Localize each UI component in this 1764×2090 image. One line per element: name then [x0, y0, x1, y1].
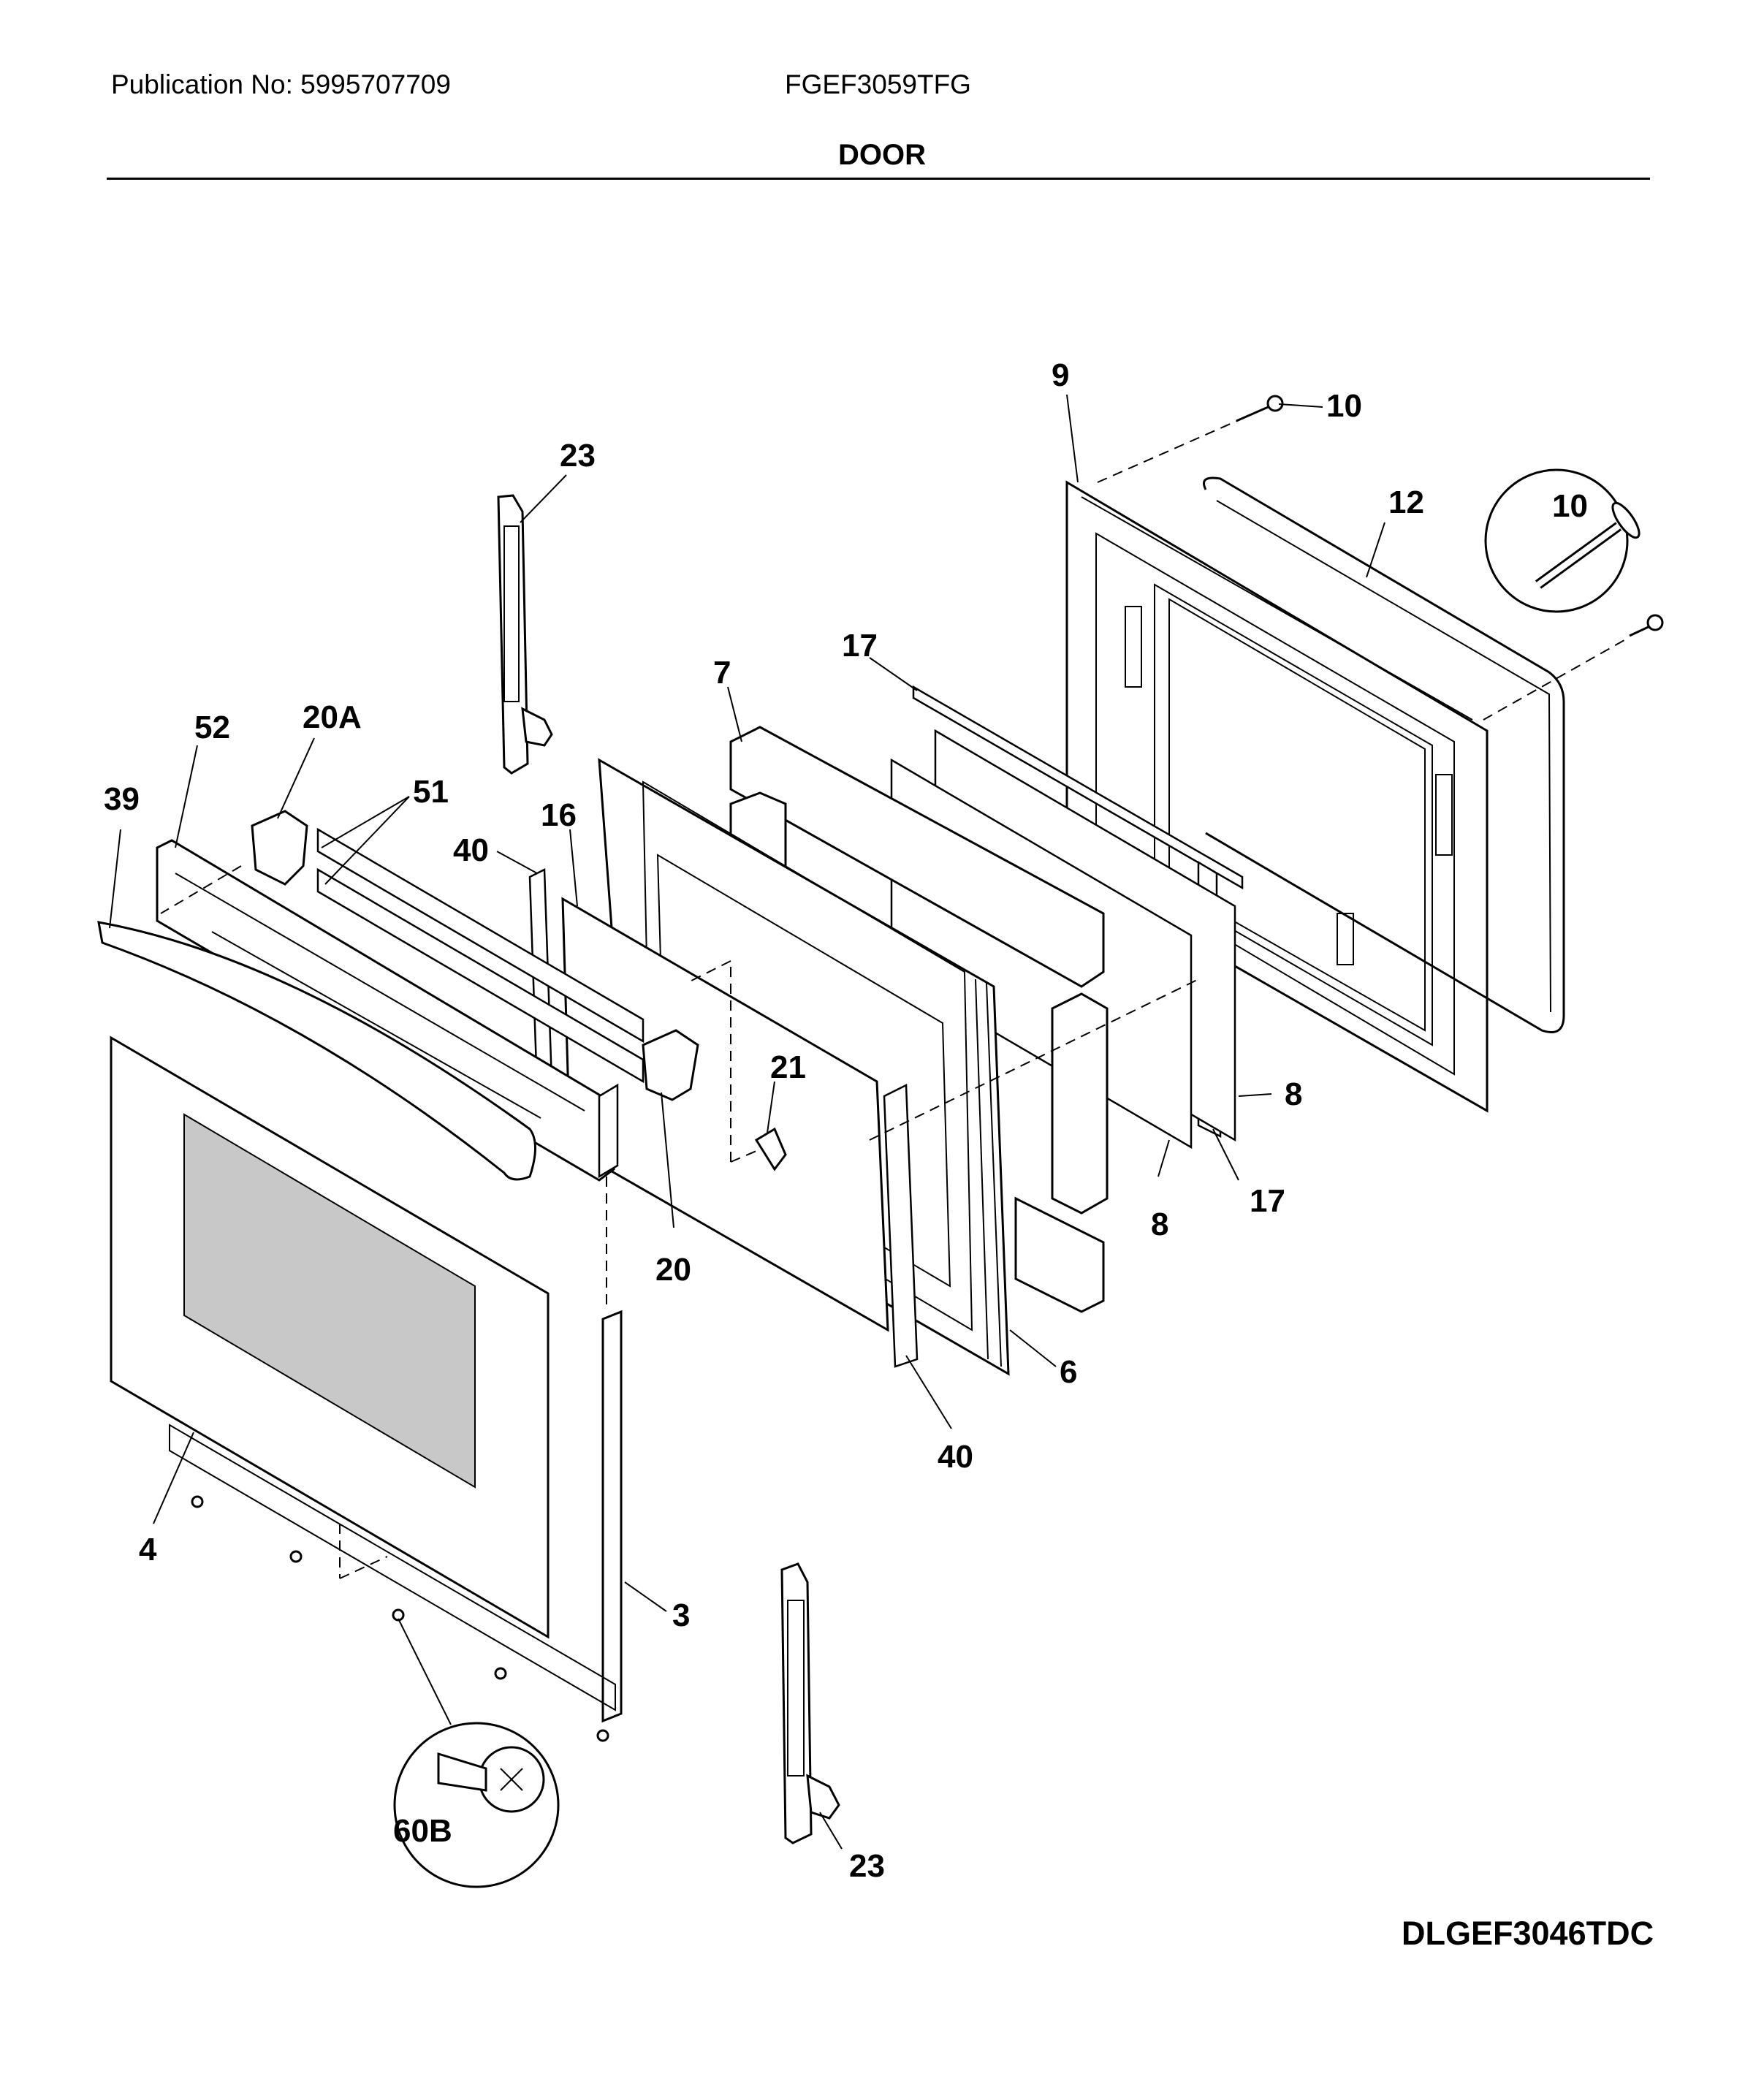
callout-23-bottom: 23 — [849, 1848, 885, 1884]
callout-40-top: 40 — [453, 832, 489, 868]
callout-4: 4 — [139, 1532, 157, 1568]
gasket-strips — [316, 827, 645, 1084]
door-shield — [561, 897, 889, 1332]
callout-12: 12 — [1388, 484, 1424, 520]
callout-20: 20 — [655, 1252, 691, 1288]
callout-3: 3 — [672, 1597, 690, 1633]
callout-10-detail: 10 — [1552, 488, 1588, 524]
callout-8-right: 8 — [1285, 1076, 1302, 1112]
callout-16: 16 — [541, 797, 577, 833]
model-number: FGEF3059TFG — [785, 69, 971, 99]
door-vent-trim — [156, 839, 619, 1182]
callout-7: 7 — [713, 655, 731, 691]
callout-51: 51 — [413, 774, 449, 810]
hinge-bottom — [780, 1562, 840, 1844]
door-handle — [97, 921, 536, 1181]
callout-21: 21 — [770, 1049, 806, 1085]
door-end-caps — [251, 810, 699, 1101]
detail-circle-screw — [393, 1722, 560, 1888]
callout-17-bottom: 17 — [1250, 1183, 1285, 1219]
callout-60b: 60B — [393, 1813, 452, 1849]
callout-8-lower: 8 — [1151, 1206, 1168, 1242]
header-rule — [107, 178, 1650, 180]
outer-door-panel — [110, 1036, 623, 1723]
pin-screws — [1236, 395, 1664, 637]
door-gasket — [1203, 476, 1565, 1033]
inner-door-liner — [1065, 480, 1489, 1113]
callout-23-top: 23 — [560, 438, 596, 474]
door-window — [183, 1113, 476, 1489]
callout-52: 52 — [194, 710, 230, 745]
callout-10-pin: 10 — [1326, 388, 1362, 424]
callout-40-bottom: 40 — [938, 1439, 973, 1475]
callout-6: 6 — [1060, 1354, 1077, 1390]
screw-heads — [191, 1495, 609, 1742]
callout-20a: 20A — [303, 699, 362, 735]
callout-39: 39 — [104, 781, 140, 817]
diagram-code: DLGEF3046TDC — [1402, 1915, 1654, 1952]
callout-17-top: 17 — [842, 628, 878, 664]
hinge-top — [497, 494, 553, 775]
leader-lines — [109, 394, 1385, 1850]
assembly-lines — [160, 419, 1630, 1579]
detail-circle-pin — [1484, 468, 1641, 613]
section-title: DOOR — [838, 139, 926, 171]
callout-9: 9 — [1052, 357, 1069, 393]
door-stop-bracket — [754, 1127, 787, 1171]
publication-number: Publication No: 5995707709 — [111, 69, 451, 99]
